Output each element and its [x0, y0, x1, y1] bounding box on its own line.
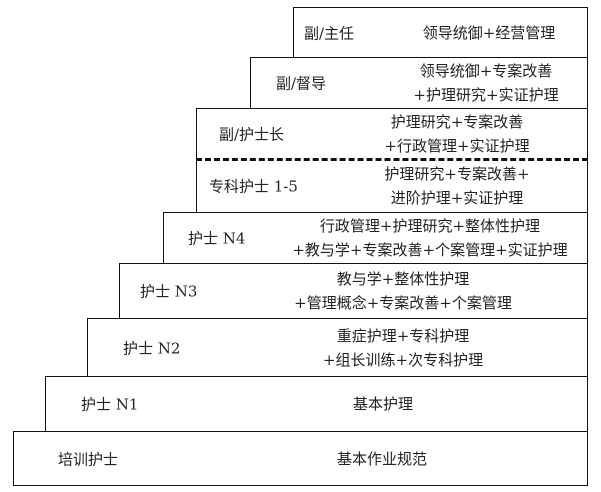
step-supervisor: 副/督导 领导统御+专案改善 +护理研究+实证护理: [250, 57, 588, 108]
competency-line: +行政管理+实证护理: [384, 137, 530, 155]
competency-text: 基本护理: [353, 392, 413, 416]
step-head-nurse: 副/护士长 护理研究+专案改善 +行政管理+实证护理: [196, 108, 588, 159]
competency-line: 护理研究+专案改善+: [384, 164, 530, 183]
step-specialist-nurse: 专科护士 1-5 护理研究+专案改善+ 进阶护理+实证护理: [196, 159, 588, 212]
competency-line: 基本护理: [352, 395, 414, 413]
competency-text: 护理研究+专案改善 +行政管理+实证护理: [384, 110, 529, 158]
competency-text: 护理研究+专案改善+ 进阶护理+实证护理: [384, 162, 529, 210]
level-label: 护士 N4: [188, 229, 246, 248]
competency-line: +教与学+专案改善+个案管理+实证护理: [292, 241, 568, 259]
competency-line: 行政管理+护理研究+整体性护理: [319, 217, 541, 235]
level-label: 护士 N1: [81, 395, 139, 414]
competency-line: 教与学+整体性护理: [336, 270, 470, 288]
level-label: 培训护士: [58, 450, 119, 468]
competency-text: 教与学+整体性护理 +管理概念+专案改善+个案管理: [294, 267, 512, 315]
competency-line: 重症护理+专科护理: [336, 326, 470, 345]
level-label: 专科护士 1-5: [209, 177, 298, 195]
level-label: 副/主任: [304, 24, 355, 42]
dashed-divider: [196, 158, 588, 161]
step-n3: 护士 N3 教与学+整体性护理 +管理概念+专案改善+个案管理: [119, 263, 588, 318]
competency-line: 基本作业规范: [336, 449, 428, 468]
competency-text: 重症护理+专科护理 +组长训练+次专科护理: [323, 324, 483, 372]
step-n4: 护士 N4 行政管理+护理研究+整体性护理 +教与学+专案改善+个案管理+实证护理: [163, 212, 588, 263]
step-director: 副/主任 领导统御+经营管理: [293, 7, 588, 57]
step-n2: 护士 N2 重症护理+专科护理 +组长训练+次专科护理: [87, 318, 588, 376]
competency-line: +护理研究+实证护理: [413, 86, 559, 104]
level-label: 护士 N2: [123, 339, 181, 357]
competency-line: +组长训练+次专科护理: [322, 350, 484, 369]
level-label: 护士 N3: [140, 282, 198, 301]
competency-text: 领导统御+经营管理: [423, 21, 556, 45]
step-n1: 护士 N1 基本护理: [45, 376, 588, 431]
level-label: 副/督导: [276, 74, 327, 93]
competency-text: 基本作业规范: [337, 447, 427, 471]
competency-line: 护理研究+专案改善: [390, 113, 524, 131]
competency-line: 领导统御+专案改善: [419, 62, 553, 80]
competency-text: 行政管理+护理研究+整体性护理 +教与学+专案改善+个案管理+实证护理: [292, 214, 567, 262]
competency-text: 领导统御+专案改善 +护理研究+实证护理: [413, 59, 558, 107]
competency-line: 领导统御+经营管理: [422, 23, 556, 42]
competency-line: +管理概念+专案改善+个案管理: [294, 294, 512, 312]
competency-line: 进阶护理+实证护理: [390, 188, 524, 207]
level-label: 副/护士长: [219, 125, 285, 144]
step-trainee: 培训护士 基本作业规范: [13, 431, 588, 486]
